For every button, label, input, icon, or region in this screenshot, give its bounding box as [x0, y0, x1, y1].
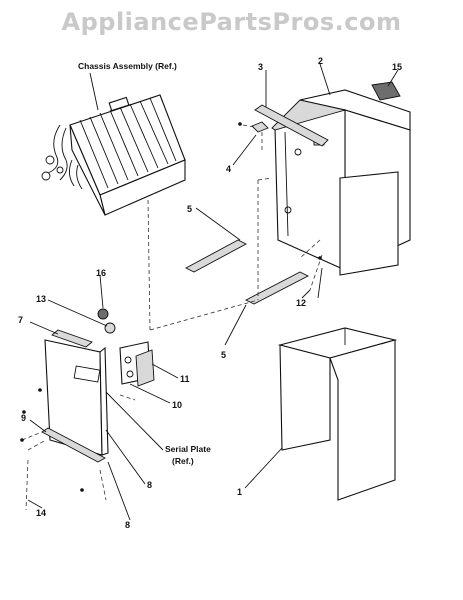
serial-plate-caption: Serial Plate	[165, 444, 211, 454]
callout-3: 3	[258, 62, 263, 72]
label-plate	[371, 81, 401, 101]
callout-9: 9	[21, 413, 26, 423]
access-panel	[44, 339, 109, 456]
lower-cabinet	[277, 327, 398, 501]
fitting-16	[97, 308, 109, 320]
callout-13: 13	[36, 294, 46, 304]
callout-11: 11	[180, 374, 190, 384]
top-strip	[51, 329, 93, 348]
top-rail	[254, 104, 329, 147]
leader-lines	[27, 63, 399, 521]
rail-lower	[245, 271, 309, 305]
small-bracket	[251, 121, 269, 133]
callout-16: 16	[96, 268, 106, 278]
callout-14: 14	[36, 508, 46, 518]
side-panel	[339, 171, 399, 276]
callout-7: 7	[18, 315, 23, 325]
chassis-assembly	[41, 94, 186, 216]
chassis-leader	[89, 72, 99, 111]
callout-8-lower: 8	[125, 520, 130, 530]
callout-5-upper: 5	[187, 204, 192, 214]
callout-8-upper: 8	[147, 480, 152, 490]
screws	[20, 122, 322, 492]
callout-5-lower: 5	[221, 350, 226, 360]
chassis-caption: Chassis Assembly (Ref.)	[78, 61, 177, 71]
callout-15: 15	[392, 62, 402, 72]
fitting-13	[104, 322, 116, 334]
callout-12: 12	[296, 298, 306, 308]
callout-4: 4	[226, 164, 231, 174]
bottom-rail	[41, 427, 106, 463]
rail-upper	[185, 239, 247, 273]
callout-1: 1	[237, 487, 242, 497]
watermark: AppliancePartsPros.com	[61, 8, 402, 36]
callout-2: 2	[318, 56, 323, 66]
alignment-lines	[25, 177, 323, 511]
serial-plate-caption-ref: (Ref.)	[172, 456, 194, 466]
callout-10: 10	[172, 400, 182, 410]
